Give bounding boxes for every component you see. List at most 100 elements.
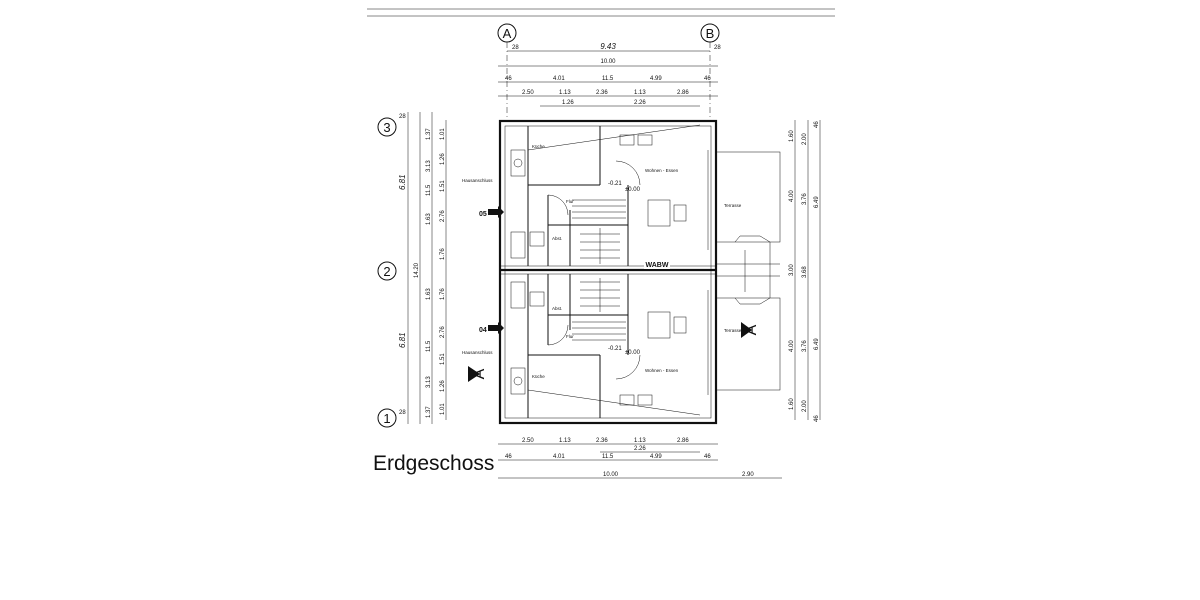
svg-text:11.5: 11.5 — [426, 184, 432, 196]
kitchen-fixtures — [510, 149, 545, 395]
svg-text:1.76: 1.76 — [440, 288, 446, 300]
entrance-arrow-05: 05 — [479, 206, 504, 218]
bottom-dimension-chains: 2.50 1.13 2.36 1.13 2.86 2.26 46 4.01 11… — [498, 438, 782, 479]
svg-text:2.26: 2.26 — [634, 100, 646, 106]
room-labels: Küche Wohnen - Essen Hausanschluss Flur … — [462, 144, 742, 379]
section-mark-right: A — [741, 322, 760, 338]
svg-text:28: 28 — [399, 410, 406, 416]
dining-table-top — [619, 134, 687, 227]
svg-text:2.00: 2.00 — [802, 133, 808, 145]
room-label: Wohnen - Essen — [645, 168, 679, 173]
svg-text:3.68: 3.68 — [802, 266, 808, 278]
svg-text:A: A — [471, 368, 488, 379]
section-mark-left: A — [468, 366, 488, 382]
right-dimension-chains: 1.60 4.00 3.00 4.00 1.60 2.00 3.76 3.68 … — [789, 120, 821, 422]
svg-text:2.86: 2.86 — [677, 438, 689, 444]
svg-text:10.00: 10.00 — [600, 59, 616, 65]
svg-text:2.50: 2.50 — [522, 90, 534, 96]
svg-text:4.99: 4.99 — [650, 454, 662, 460]
svg-text:11.5: 11.5 — [602, 76, 614, 82]
svg-text:1.26: 1.26 — [440, 380, 446, 392]
svg-text:6.49: 6.49 — [814, 338, 820, 350]
grid-axis-2: 2 — [377, 261, 397, 281]
svg-text:28: 28 — [399, 114, 406, 120]
svg-text:4.00: 4.00 — [789, 190, 795, 202]
room-label: Abst. — [552, 236, 562, 241]
svg-text:2.00: 2.00 — [802, 400, 808, 412]
svg-text:1.60: 1.60 — [789, 398, 795, 410]
svg-text:05: 05 — [479, 211, 487, 218]
building-outline — [498, 119, 718, 425]
svg-text:WABW: WABW — [646, 262, 669, 269]
svg-text:3.13: 3.13 — [426, 160, 432, 172]
svg-text:46: 46 — [814, 415, 820, 422]
svg-text:B: B — [706, 26, 715, 41]
svg-text:9.43: 9.43 — [600, 42, 616, 51]
svg-text:3.76: 3.76 — [802, 193, 808, 205]
svg-text:1.63: 1.63 — [426, 213, 432, 225]
room-label: Küche — [532, 374, 545, 379]
svg-text:1.37: 1.37 — [426, 406, 432, 418]
svg-text:-0.21: -0.21 — [608, 181, 622, 187]
room-label: Terrasse — [724, 203, 742, 208]
room-label: Wohnen - Essen — [645, 368, 679, 373]
svg-text:4.00: 4.00 — [789, 340, 795, 352]
svg-text:11.5: 11.5 — [602, 454, 614, 460]
svg-text:1.13: 1.13 — [634, 90, 646, 96]
svg-text:1.01: 1.01 — [440, 128, 446, 140]
svg-text:1.60: 1.60 — [789, 130, 795, 142]
grid-axis-3: 3 28 — [377, 114, 406, 137]
room-label: Küche — [532, 144, 545, 149]
svg-text:2.36: 2.36 — [596, 90, 608, 96]
wabw-label: WABW — [644, 259, 670, 269]
svg-text:-0.21: -0.21 — [608, 346, 622, 352]
svg-text:±0.00: ±0.00 — [625, 350, 641, 356]
svg-text:46: 46 — [814, 121, 820, 128]
svg-text:1.76: 1.76 — [440, 248, 446, 260]
drawing-title: Erdgeschoss — [373, 452, 494, 475]
svg-text:4.99: 4.99 — [650, 76, 662, 82]
svg-text:1.13: 1.13 — [634, 438, 646, 444]
svg-text:3.00: 3.00 — [789, 264, 795, 276]
room-label: Abst. — [552, 306, 562, 311]
room-label: Terrasse — [724, 328, 742, 333]
svg-text:2.36: 2.36 — [596, 438, 608, 444]
svg-text:46: 46 — [505, 76, 512, 82]
grid-axis-1: 1 28 — [377, 408, 406, 428]
grid-axis-b: B 28 — [700, 23, 721, 120]
staircase-bottom — [572, 278, 626, 341]
svg-text:1.26: 1.26 — [562, 100, 574, 106]
svg-text:2.26: 2.26 — [634, 446, 646, 452]
level-marks: -0.21 ±0.00 ±0.00 -0.21 — [608, 181, 641, 356]
svg-text:6.49: 6.49 — [814, 196, 820, 208]
svg-text:3.76: 3.76 — [802, 340, 808, 352]
svg-text:2: 2 — [383, 264, 390, 279]
svg-text:6.81: 6.81 — [398, 332, 407, 348]
svg-text:1.37: 1.37 — [426, 128, 432, 140]
svg-text:04: 04 — [479, 327, 487, 334]
svg-text:2.90: 2.90 — [742, 472, 754, 478]
svg-text:46: 46 — [704, 76, 711, 82]
svg-text:4.01: 4.01 — [553, 76, 565, 82]
grid-axis-a: A 28 — [497, 23, 519, 120]
room-label: Flur — [566, 199, 574, 204]
svg-text:10.00: 10.00 — [603, 472, 619, 478]
svg-text:1.13: 1.13 — [559, 438, 571, 444]
svg-text:±0.00: ±0.00 — [625, 187, 641, 193]
svg-text:6.81: 6.81 — [398, 174, 407, 190]
svg-text:3: 3 — [383, 120, 390, 135]
svg-text:1.63: 1.63 — [426, 288, 432, 300]
svg-text:A: A — [503, 26, 512, 41]
staircase-top — [572, 199, 626, 264]
svg-text:3.13: 3.13 — [426, 376, 432, 388]
svg-text:46: 46 — [704, 454, 711, 460]
svg-text:46: 46 — [505, 454, 512, 460]
top-span-dimension: 9.43 — [507, 42, 710, 52]
left-dimension-chains: 6.81 6.81 14.20 1.37 3.13 11.5 1.63 1.63… — [398, 112, 447, 424]
svg-text:1.51: 1.51 — [440, 353, 446, 365]
entrance-arrow-04: 04 — [479, 322, 504, 334]
svg-text:4.01: 4.01 — [553, 454, 565, 460]
svg-text:2.76: 2.76 — [440, 210, 446, 222]
room-label: Flur — [566, 334, 574, 339]
